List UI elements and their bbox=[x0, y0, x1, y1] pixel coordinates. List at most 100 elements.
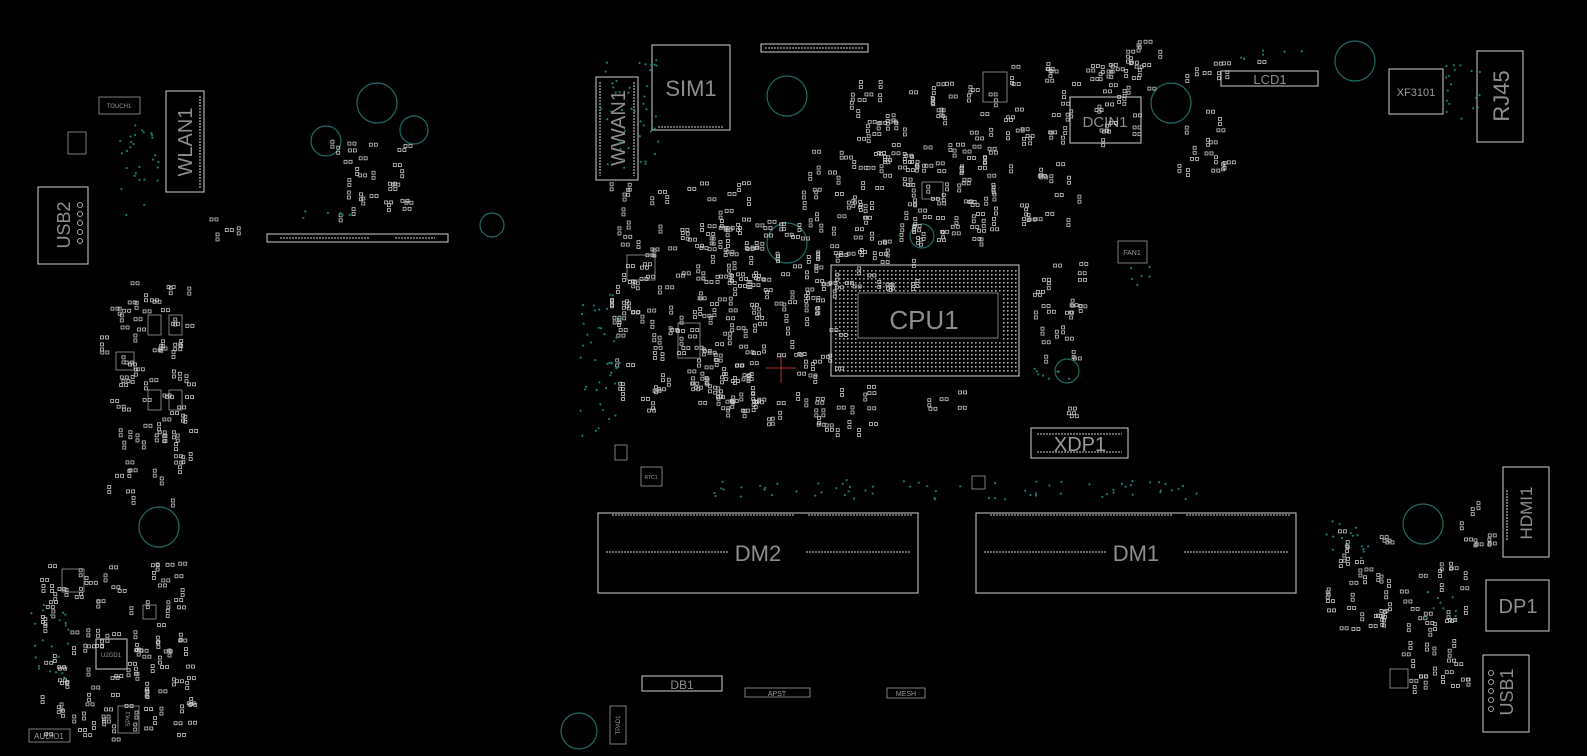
cpu-ball bbox=[891, 370, 893, 372]
passive-part bbox=[850, 405, 855, 415]
passive-part bbox=[696, 264, 701, 274]
usb2-connector[interactable]: USB2 bbox=[37, 186, 89, 265]
cpu1-package[interactable]: CPU1 bbox=[830, 264, 1020, 377]
dp1-connector[interactable]: DP1 bbox=[1485, 579, 1550, 632]
passive-part bbox=[621, 207, 626, 217]
cpu-ball bbox=[1007, 366, 1009, 368]
cpu-ball bbox=[967, 270, 969, 272]
via bbox=[1331, 520, 1334, 523]
cpu-ball bbox=[959, 354, 961, 356]
hdmi1-connector[interactable]: HDMI1 bbox=[1502, 466, 1550, 558]
passive-part bbox=[738, 284, 747, 288]
cpu-ball bbox=[1015, 358, 1017, 360]
passive-part bbox=[961, 181, 971, 186]
via bbox=[1332, 535, 1335, 538]
xdp1-label: XDP1 bbox=[1054, 434, 1106, 456]
via bbox=[41, 639, 44, 642]
cpu-ball bbox=[979, 370, 981, 372]
passive-part bbox=[616, 333, 626, 338]
cpu-ball bbox=[935, 346, 937, 348]
audio1-connector[interactable]: AUDIO1 bbox=[28, 728, 71, 743]
cpu-ball bbox=[971, 350, 973, 352]
apst-connector[interactable]: APST bbox=[744, 687, 811, 698]
passive-part bbox=[175, 433, 180, 443]
wwan1-slot[interactable]: WWAN1 bbox=[595, 76, 639, 181]
u2gd1-chip[interactable]: U2GD1 bbox=[95, 638, 128, 670]
dcin1-connector[interactable]: DCIN1 bbox=[1069, 96, 1142, 144]
cpu-ball bbox=[927, 346, 929, 348]
touch1-connector[interactable]: TOUCH1 bbox=[98, 96, 141, 115]
cpu-ball bbox=[915, 350, 917, 352]
via bbox=[1029, 493, 1032, 497]
cpu-ball bbox=[847, 306, 849, 308]
rtc1-component[interactable]: RTC1 bbox=[640, 466, 663, 487]
passive-part bbox=[101, 719, 111, 724]
dm2-dimm-slot[interactable]: DM2 bbox=[597, 512, 919, 594]
passive-part bbox=[1342, 553, 1347, 563]
via bbox=[1164, 482, 1167, 486]
passive-part bbox=[130, 281, 140, 286]
via bbox=[610, 110, 613, 113]
cpu-ball bbox=[875, 290, 877, 292]
via bbox=[720, 487, 723, 490]
cpu-ball bbox=[871, 342, 873, 344]
passive-part bbox=[1226, 160, 1236, 165]
passive-part bbox=[857, 428, 861, 437]
passive-part bbox=[728, 308, 738, 313]
rj45-connector[interactable]: RJ45 bbox=[1476, 50, 1524, 143]
mesh-label: MESH bbox=[896, 691, 916, 698]
cpu-ball bbox=[995, 370, 997, 372]
passive-part bbox=[976, 212, 985, 216]
cpu-ball bbox=[1007, 334, 1009, 336]
passive-part bbox=[187, 676, 196, 681]
passive-part bbox=[1036, 289, 1045, 294]
passive-part bbox=[808, 171, 813, 181]
cpu-ball bbox=[999, 346, 1001, 348]
xf3101-module[interactable]: XF3101 bbox=[1388, 68, 1444, 115]
lcd1-connector[interactable]: LCD1 bbox=[1220, 70, 1319, 87]
cpu-ball bbox=[871, 346, 873, 348]
passive-part bbox=[1487, 533, 1497, 538]
cpu-ball bbox=[1011, 310, 1013, 312]
cpu-ball bbox=[935, 350, 937, 352]
cpu-ball bbox=[1015, 342, 1017, 344]
wwan1-outline bbox=[595, 76, 639, 181]
sim1-connector[interactable]: SIM1 bbox=[651, 44, 731, 131]
passive-part bbox=[857, 98, 867, 102]
passive-part bbox=[804, 398, 809, 408]
wlan1-slot[interactable]: WLAN1 bbox=[165, 90, 205, 193]
cpu-ball bbox=[839, 306, 841, 308]
xdp1-connector[interactable]: XDP1 bbox=[1030, 427, 1129, 459]
keyboard-connector[interactable] bbox=[266, 233, 449, 243]
cpu-ball bbox=[1015, 318, 1017, 320]
cpu-ball bbox=[963, 274, 965, 276]
passive-part bbox=[852, 160, 857, 169]
passive-part bbox=[754, 271, 758, 281]
tpad1-connector[interactable]: TPAD1 bbox=[609, 705, 627, 745]
passive-part bbox=[1041, 277, 1051, 282]
mesh-connector[interactable]: MESH bbox=[886, 687, 926, 699]
spk1-connector[interactable]: SPK1 bbox=[117, 705, 140, 734]
passive-part bbox=[698, 307, 703, 316]
cpu-ball bbox=[851, 306, 853, 308]
via bbox=[586, 333, 589, 336]
cpu-ball bbox=[899, 366, 901, 368]
cpu-ball bbox=[859, 290, 861, 292]
cpu-ball bbox=[1011, 330, 1013, 332]
cpu-ball bbox=[879, 362, 881, 364]
fan1-connector[interactable]: FAN1 bbox=[1117, 240, 1148, 264]
cpu-ball bbox=[995, 278, 997, 280]
passive-part bbox=[635, 281, 640, 291]
dm1-dimm-slot[interactable]: DM1 bbox=[975, 512, 1297, 594]
passive-part bbox=[111, 737, 121, 742]
passive-part bbox=[162, 417, 172, 422]
passive-part bbox=[397, 148, 407, 152]
cpu-ball bbox=[1003, 290, 1005, 292]
db1-connector[interactable]: DB1 bbox=[641, 675, 723, 692]
passive-part bbox=[158, 689, 168, 694]
usb1-connector[interactable]: USB1 bbox=[1482, 654, 1530, 733]
passive-part bbox=[912, 224, 922, 228]
via bbox=[61, 611, 65, 614]
chip-outline bbox=[142, 604, 157, 620]
passive-part bbox=[957, 183, 962, 193]
